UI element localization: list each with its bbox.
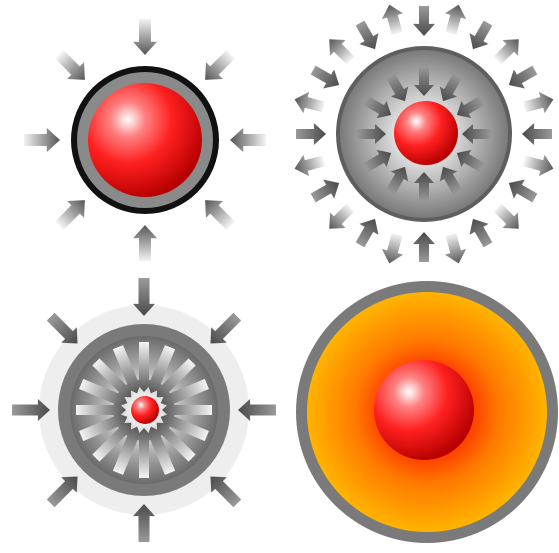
panel-1-inward-arrow (197, 46, 239, 88)
panel-1-inward-arrow (133, 225, 157, 261)
panel-2-outward-arrow (522, 150, 557, 179)
panel-1-inward-arrow (24, 128, 60, 152)
panel-1-core (88, 83, 202, 197)
panel-2-outer-inward-arrow (350, 18, 384, 55)
panel-4-ignition (296, 281, 558, 543)
panel-2-outward-arrow (440, 2, 469, 37)
panel-1-inward-arrow (230, 128, 266, 152)
panel-2-outward-arrow (379, 232, 408, 267)
panel-2-outer-inward-arrow (413, 232, 435, 262)
panel-2-outer-inward-arrow (463, 18, 497, 55)
panel-2-compression (292, 2, 557, 267)
panel-2-outward-arrow (292, 89, 327, 118)
panel-2-outer-inward-arrow (503, 60, 540, 94)
panel-3-deep-compression (12, 278, 276, 542)
panel-2-outer-inward-arrow (308, 173, 345, 207)
panel-2-outer-inward-arrow (463, 213, 497, 250)
panel-2-outward-arrow (522, 89, 557, 118)
panel-2-outer-inward-arrow (296, 123, 326, 145)
panel-1-inward-arrow (51, 192, 93, 234)
panel-2-core (394, 101, 458, 165)
panel-2-outward-arrow (321, 200, 358, 237)
panel-2-outer-inward-arrow (350, 213, 384, 250)
panel-2-outer-inward-arrow (413, 6, 435, 36)
panel-2-outward-arrow (490, 31, 527, 68)
panel-4-core (374, 360, 474, 460)
panel-2-outer-inward-arrow (503, 173, 540, 207)
panel-1-implosion-start (24, 19, 266, 261)
panel-2-outer-inward-arrow (522, 123, 552, 145)
panel-2-outward-arrow (321, 31, 358, 68)
panel-2-outward-arrow (440, 232, 469, 267)
panel-1-inward-arrow (133, 19, 157, 55)
panel-3-core (131, 396, 159, 424)
panel-1-inward-arrow (51, 46, 93, 88)
panel-2-outer-inward-arrow (308, 60, 345, 94)
panel-2-outward-arrow (379, 2, 408, 37)
panel-1-inward-arrow (197, 192, 239, 234)
panel-2-outward-arrow (490, 200, 527, 237)
panel-2-outward-arrow (292, 150, 327, 179)
